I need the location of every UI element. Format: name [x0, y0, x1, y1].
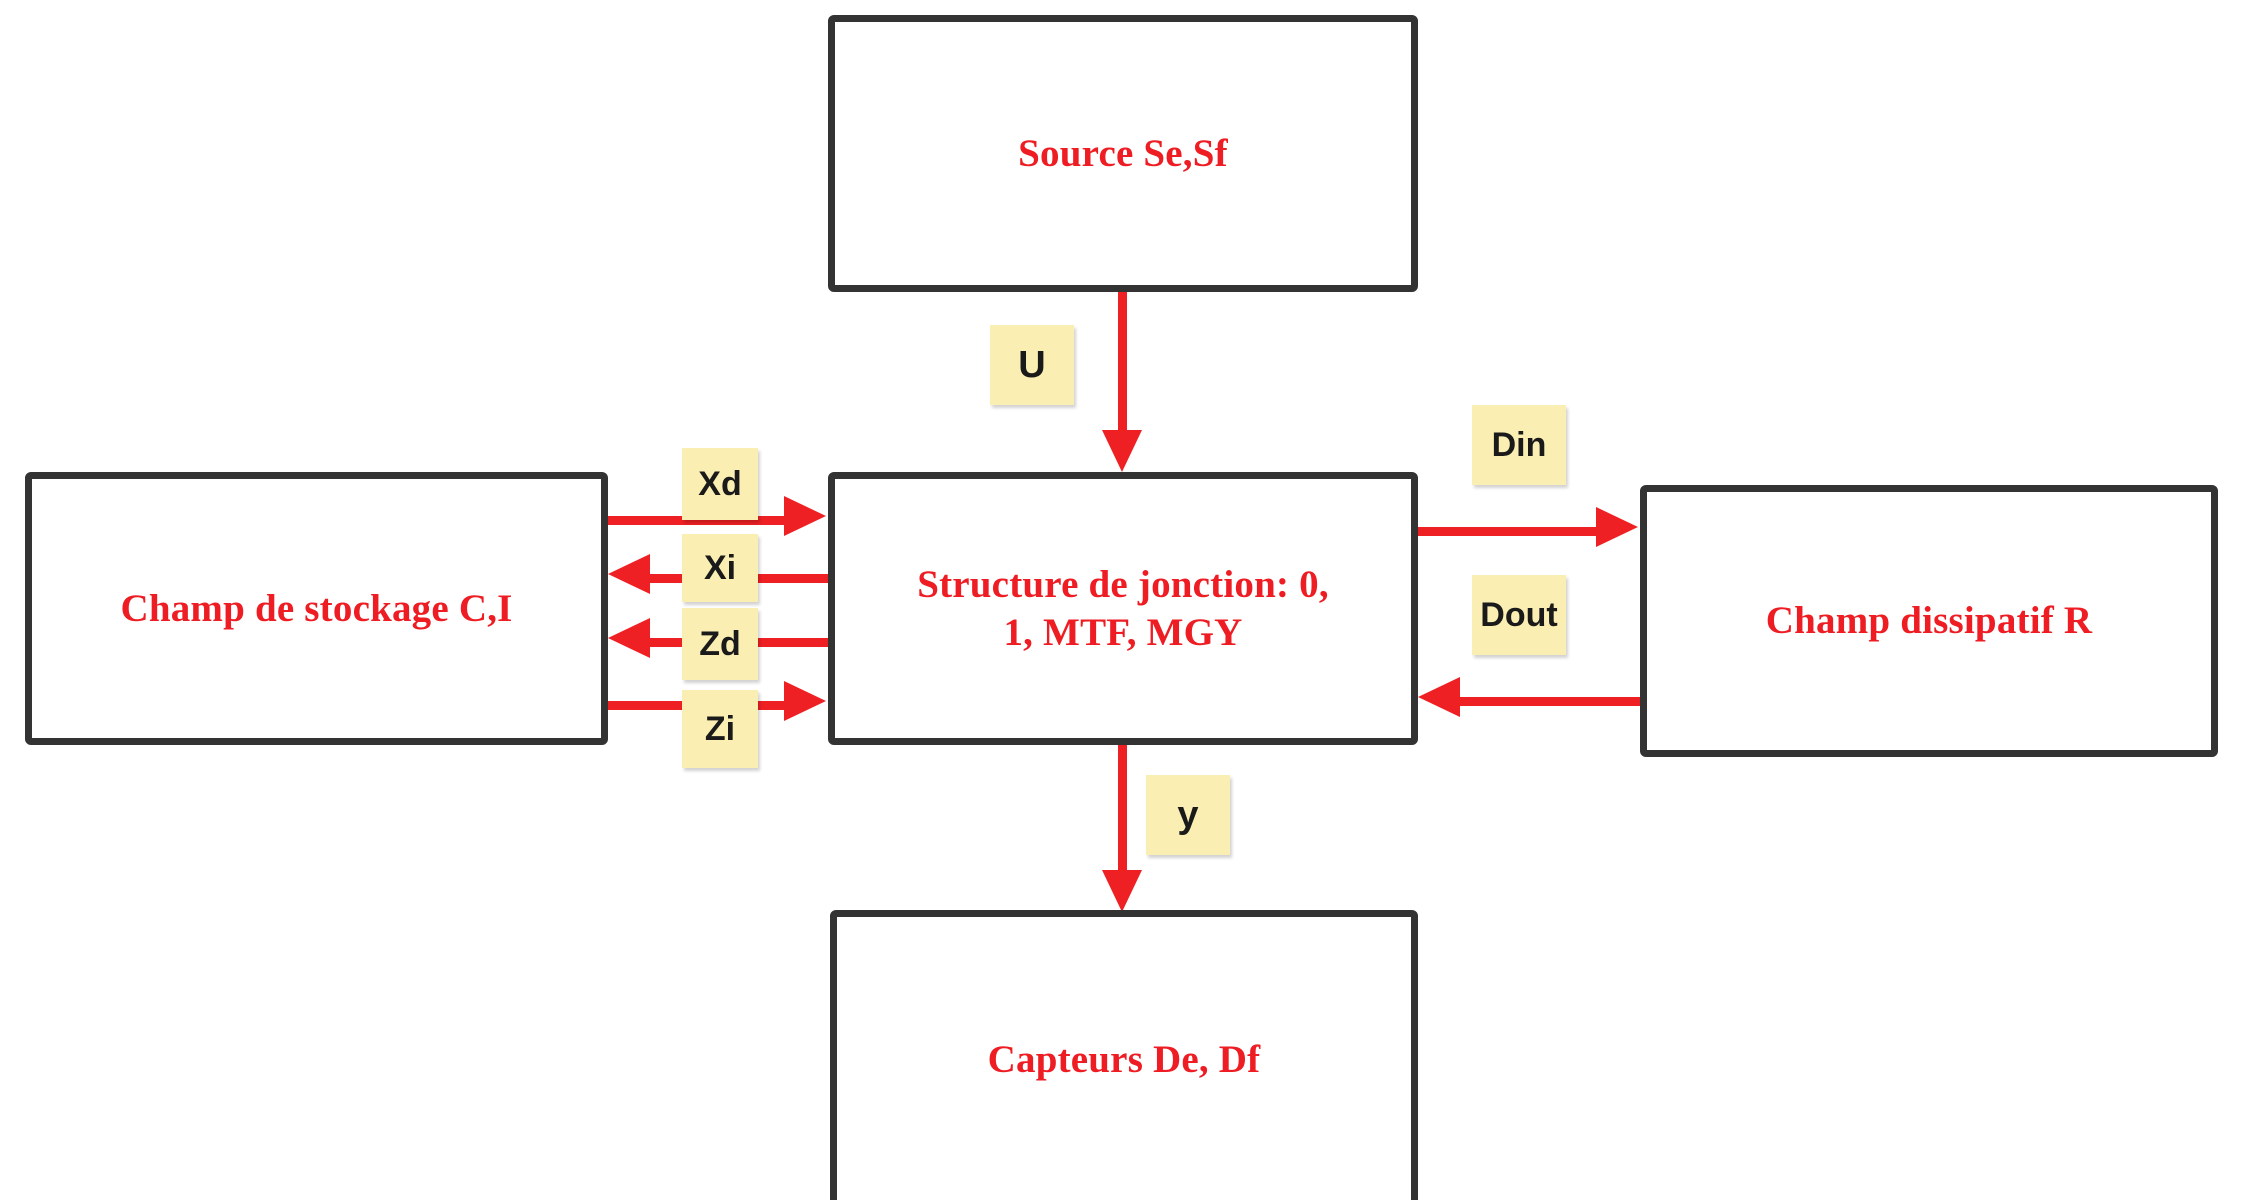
edge-label-zi: Zi	[682, 690, 758, 768]
node-dissipative-field[interactable]: Champ dissipatif R	[1640, 485, 2218, 757]
node-source[interactable]: Source Se,Sf	[828, 15, 1418, 292]
edge-label-xd: Xd	[682, 448, 758, 520]
connector-u-arrowhead	[1102, 430, 1142, 472]
connector-din-line	[1418, 527, 1598, 536]
edge-label-din: Din	[1472, 405, 1566, 485]
connector-xd-line	[608, 516, 786, 525]
connector-y-line	[1118, 745, 1127, 875]
connector-dout-line	[1460, 697, 1640, 706]
node-source-label: Source Se,Sf	[1018, 131, 1228, 175]
node-storage-field[interactable]: Champ de stockage C,I	[25, 472, 608, 745]
connector-zd-arrowhead	[608, 618, 650, 658]
connector-din-arrowhead	[1596, 507, 1638, 547]
connector-xd-arrowhead	[784, 496, 826, 536]
connector-xi-arrowhead	[608, 554, 650, 594]
edge-label-zd: Zd	[682, 608, 758, 680]
node-sensors[interactable]: Capteurs De, Df	[830, 910, 1418, 1200]
node-junction-structure-label: Structure de jonction: 0, 1, MTF, MGY	[917, 562, 1329, 654]
node-junction-structure[interactable]: Structure de jonction: 0, 1, MTF, MGY	[828, 472, 1418, 745]
connector-y-arrowhead	[1102, 870, 1142, 912]
node-dissipative-field-label: Champ dissipatif R	[1765, 599, 2093, 643]
edge-label-y: y	[1146, 775, 1230, 855]
connector-zi-arrowhead	[784, 681, 826, 721]
edge-label-dout: Dout	[1472, 575, 1566, 655]
node-sensors-label: Capteurs De, Df	[987, 1038, 1261, 1082]
edge-label-u: U	[990, 325, 1074, 405]
connector-dout-arrowhead	[1418, 677, 1460, 717]
node-storage-field-label: Champ de stockage C,I	[120, 586, 513, 630]
edge-label-xi: Xi	[682, 534, 758, 602]
connector-u-line	[1118, 292, 1127, 432]
